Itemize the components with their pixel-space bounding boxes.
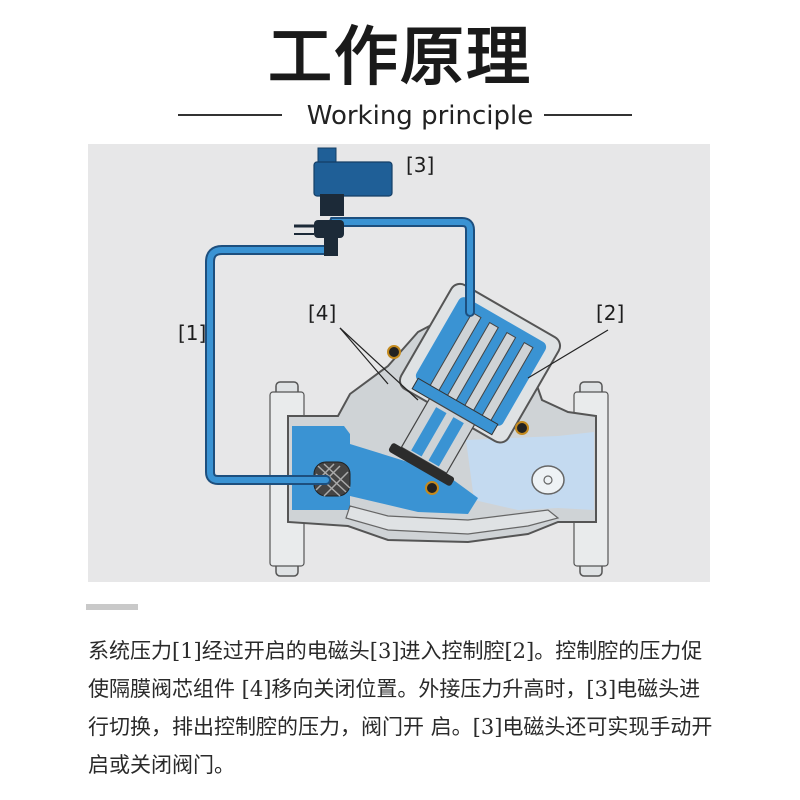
- control-chamber: [388, 282, 562, 486]
- solenoid-valve: [294, 147, 393, 256]
- inlet-strainer: [313, 461, 351, 497]
- valve-diagram-svg: [205, 147, 609, 577]
- seal-lower: [425, 481, 439, 495]
- subtitle-divider-right: [544, 114, 632, 116]
- label-chamber: [2]: [596, 301, 625, 325]
- subtitle-row: Working principle: [0, 100, 800, 136]
- callout-line-chamber: [527, 329, 609, 379]
- outlet-port: [531, 465, 565, 495]
- subtitle-divider-left: [178, 114, 282, 116]
- description-text: 系统压力[1]经过开启的电磁头[3]进入控制腔[2]。控制腔的压力促使隔膜阀芯组…: [88, 639, 713, 777]
- outlet-water: [466, 432, 594, 510]
- page-subtitle: Working principle: [306, 101, 534, 131]
- seal-upper: [387, 345, 401, 359]
- lower-passage: [350, 444, 478, 514]
- callout-line-diaphragm-2: [339, 327, 389, 385]
- label-diaphragm: [4]: [308, 301, 337, 325]
- bottom-cavity: [345, 505, 560, 535]
- page-title: 工作原理: [268, 21, 532, 95]
- valve-diagram: [3] [1] [4] [2]: [88, 144, 710, 582]
- label-solenoid: [3]: [406, 153, 435, 177]
- seal-right: [515, 421, 529, 435]
- section-accent-bar: [86, 604, 138, 610]
- label-pipe: [1]: [178, 321, 207, 345]
- callout-line-diaphragm: [339, 327, 419, 401]
